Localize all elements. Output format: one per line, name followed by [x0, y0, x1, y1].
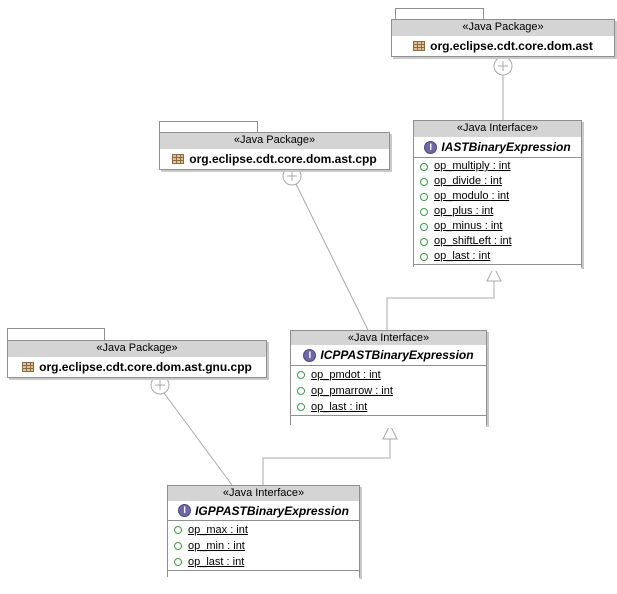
methods-compartment-empty [168, 570, 359, 580]
default-visibility-icon [174, 542, 182, 550]
java-interface-icon: I [424, 140, 438, 154]
interface-stereotype: «Java Interface» [414, 121, 581, 137]
package-stereotype: «Java Package» [8, 341, 266, 357]
default-visibility-icon [420, 177, 428, 186]
field-row[interactable]: op_minus : int [414, 219, 581, 234]
interface-icppastbinaryexpression[interactable]: «Java Interface» I ICPPASTBinaryExpressi… [290, 330, 487, 428]
package-name: org.eclipse.cdt.core.dom.ast [430, 39, 593, 53]
java-interface-icon: I [303, 348, 317, 362]
fields-compartment: op_max : int op_min : int op_last : int [168, 520, 359, 570]
package-cpp[interactable]: «Java Package» org.eclipse.cdt.core.dom.… [159, 132, 390, 170]
interface-stereotype: «Java Interface» [291, 331, 486, 345]
package-gnu-cpp[interactable]: «Java Package» org.eclipse.cdt.core.dom.… [7, 340, 267, 378]
field-row[interactable]: op_max : int [168, 522, 359, 538]
field-row[interactable]: op_divide : int [414, 174, 581, 189]
default-visibility-icon [420, 162, 428, 171]
package-stereotype: «Java Package» [160, 133, 389, 149]
fields-compartment: op_pmdot : int op_pmarrow : int op_last … [291, 365, 486, 415]
package-ast[interactable]: «Java Package» org.eclipse.cdt.core.dom.… [391, 19, 615, 57]
generalization-link-igpp-icpp[interactable] [262, 423, 398, 485]
field-row[interactable]: op_pmarrow : int [291, 383, 486, 399]
field-row[interactable]: op_last : int [168, 554, 359, 570]
field-row[interactable]: op_modulo : int [414, 189, 581, 204]
interface-name: IGPPASTBinaryExpression [195, 503, 349, 518]
fields-compartment: op_multiply : int op_divide : int op_mod… [414, 157, 581, 264]
field-row[interactable]: op_plus : int [414, 204, 581, 219]
default-visibility-icon [174, 526, 182, 534]
default-visibility-icon [420, 237, 428, 246]
interface-iastbinaryexpression[interactable]: «Java Interface» I IASTBinaryExpression … [413, 120, 582, 271]
default-visibility-icon [297, 371, 305, 379]
methods-compartment-empty [291, 415, 486, 428]
default-visibility-icon [297, 387, 305, 395]
interface-igppastbinaryexpression[interactable]: «Java Interface» I IGPPASTBinaryExpressi… [167, 485, 360, 580]
field-row[interactable]: op_multiply : int [414, 159, 581, 174]
containment-link-gnu-cpp[interactable] [150, 375, 233, 486]
field-row[interactable]: op_shiftLeft : int [414, 234, 581, 249]
default-visibility-icon [297, 403, 305, 411]
interface-stereotype: «Java Interface» [168, 486, 359, 501]
package-stereotype: «Java Package» [392, 20, 614, 36]
default-visibility-icon [420, 222, 428, 231]
field-row[interactable]: op_last : int [414, 249, 581, 264]
default-visibility-icon [420, 207, 428, 216]
field-row[interactable]: op_min : int [168, 538, 359, 554]
java-package-icon [413, 40, 426, 52]
containment-link-cpp[interactable] [282, 166, 369, 331]
methods-compartment-empty [414, 264, 581, 271]
generalization-link-icpp-iast[interactable] [386, 265, 502, 330]
interface-name: IASTBinaryExpression [441, 140, 571, 154]
default-visibility-icon [420, 192, 428, 201]
containment-link-ast[interactable] [493, 56, 513, 120]
package-name: org.eclipse.cdt.core.dom.ast.gnu.cpp [39, 360, 252, 374]
java-interface-icon: I [178, 504, 192, 517]
default-visibility-icon [420, 252, 428, 261]
java-package-icon [22, 361, 35, 373]
java-package-icon [172, 153, 185, 165]
field-row[interactable]: op_last : int [291, 399, 486, 415]
interface-name: ICPPASTBinaryExpression [320, 348, 474, 362]
default-visibility-icon [174, 558, 182, 566]
package-name: org.eclipse.cdt.core.dom.ast.cpp [189, 152, 377, 166]
field-row[interactable]: op_pmdot : int [291, 367, 486, 383]
